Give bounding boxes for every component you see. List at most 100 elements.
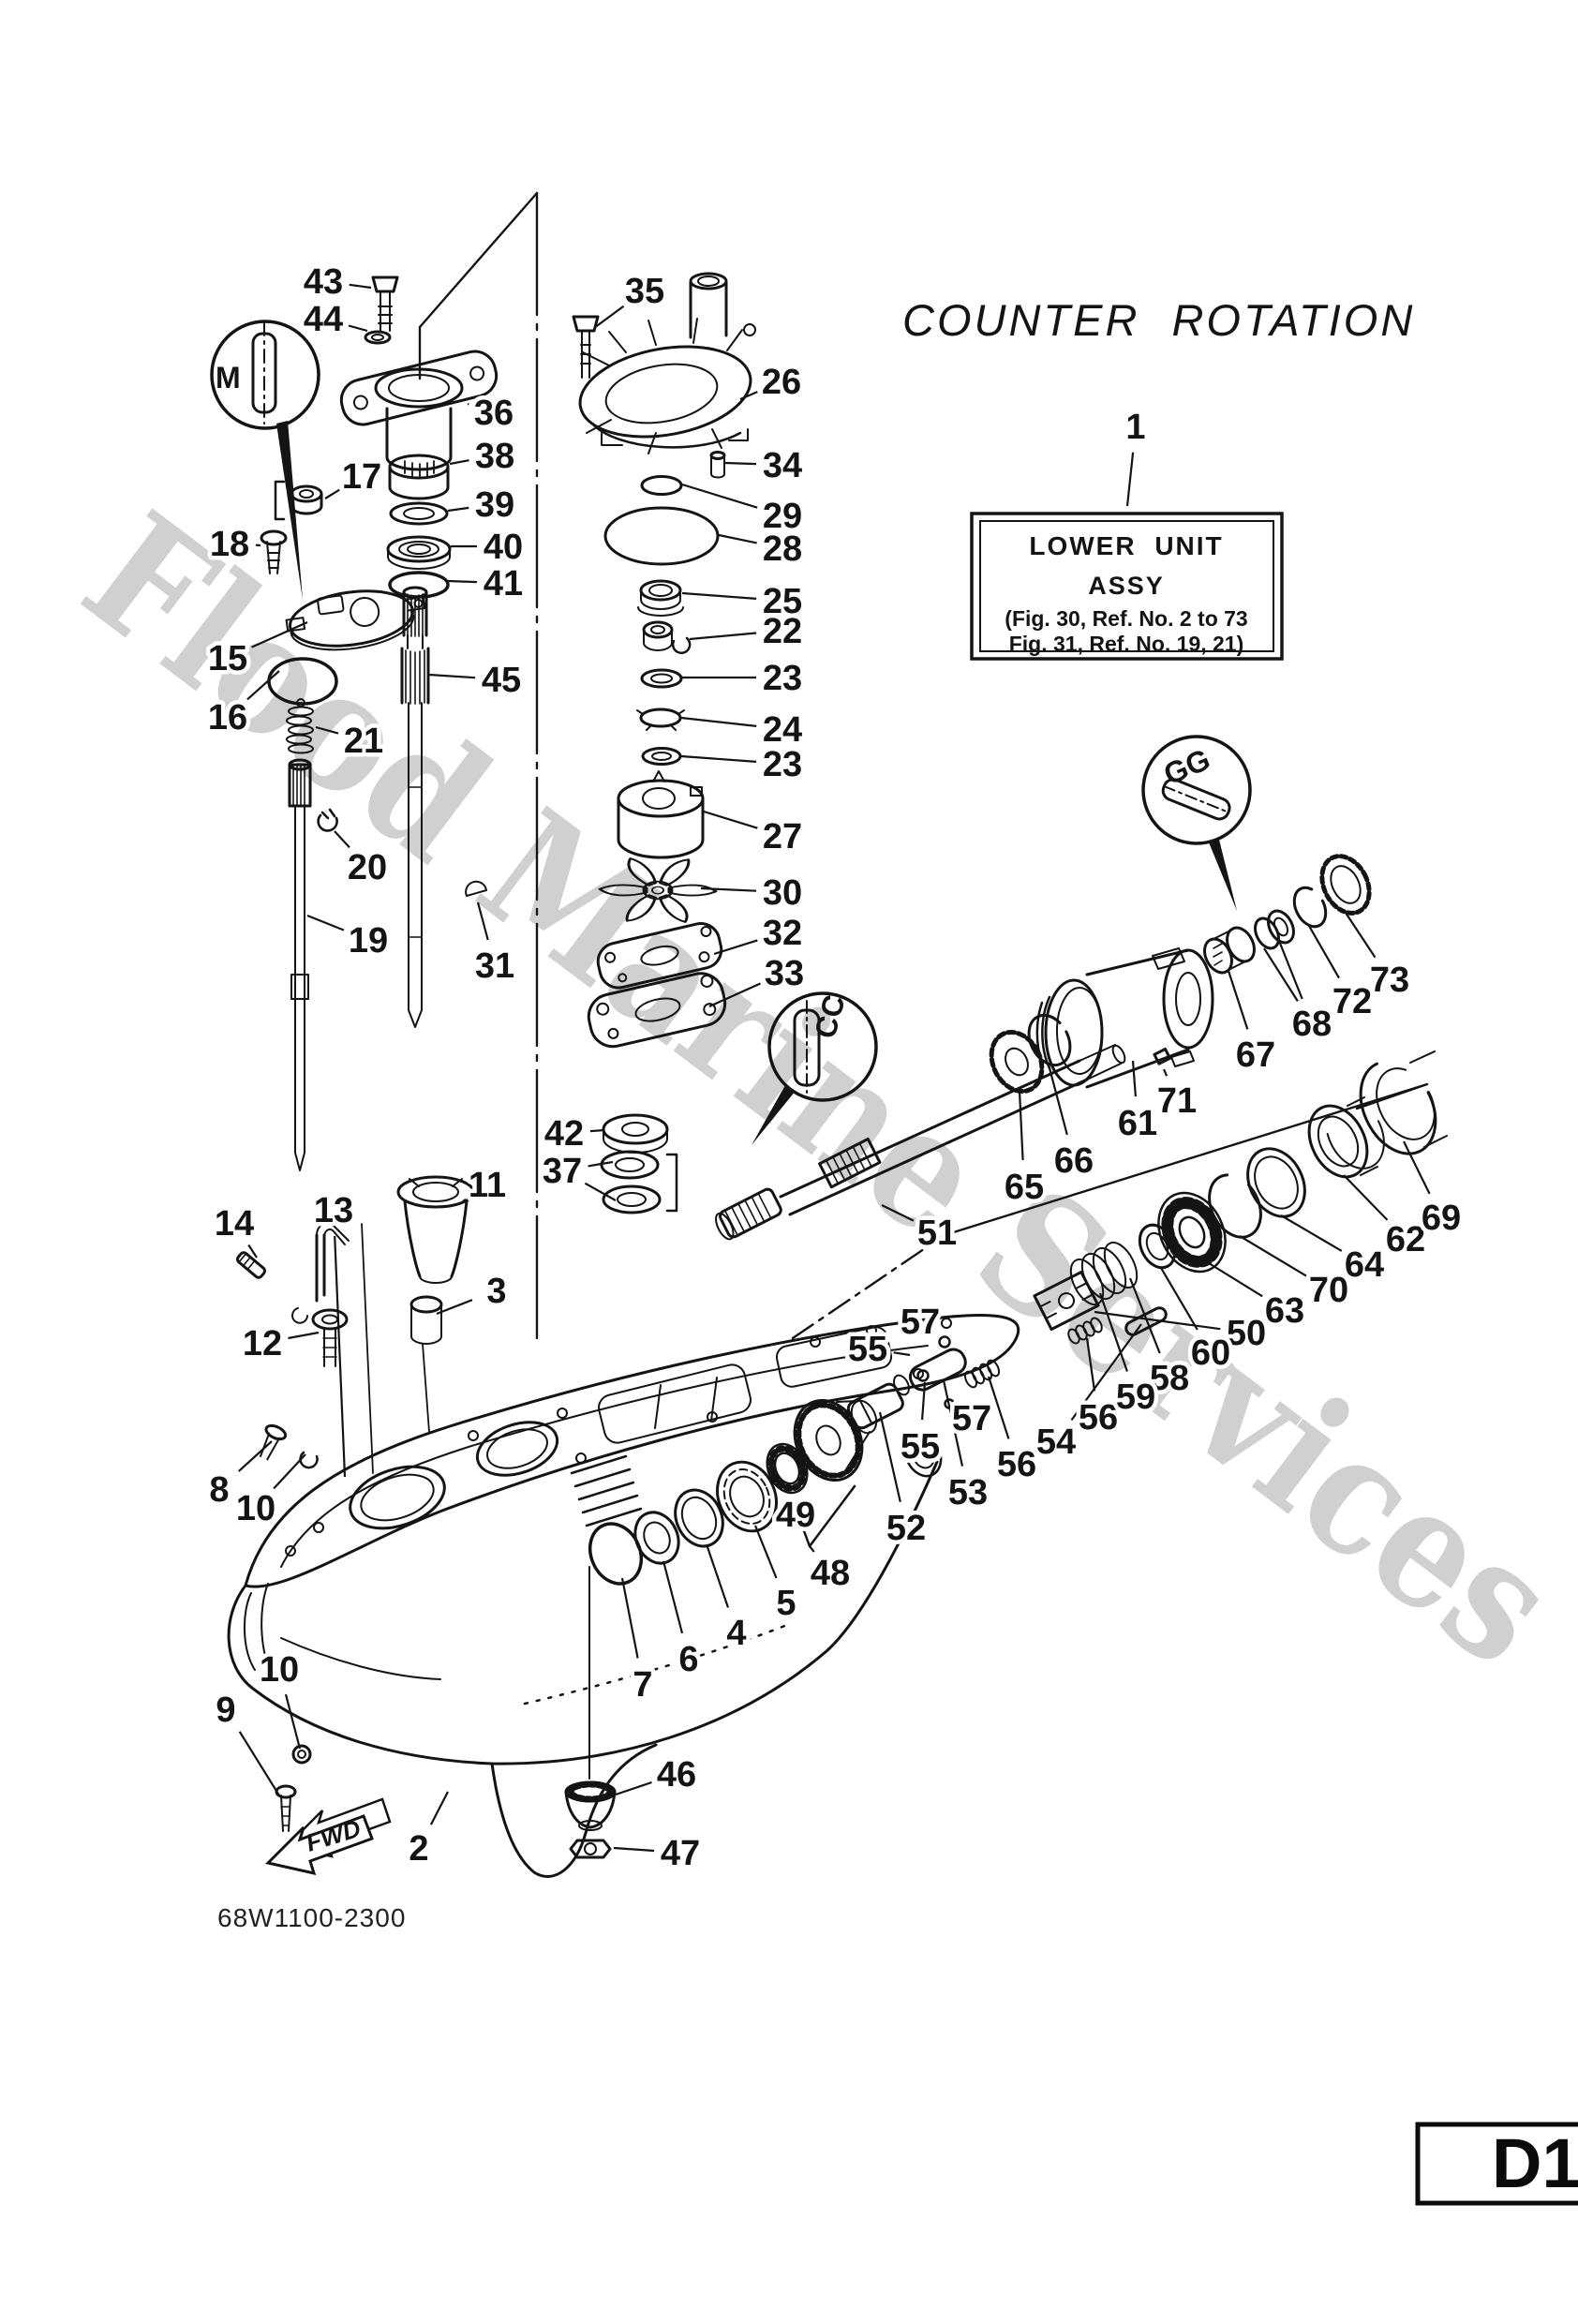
callout-leader bbox=[589, 1128, 605, 1133]
part-callout-53: 53 bbox=[948, 1473, 988, 1512]
callout-leader bbox=[1085, 1337, 1096, 1392]
part-callout-39: 39 bbox=[475, 485, 514, 525]
fwd-arrow: FWD bbox=[265, 1797, 392, 1876]
detail-letter-m: M bbox=[216, 361, 241, 395]
callout-leader bbox=[951, 1399, 954, 1402]
part-bushing-67 bbox=[1203, 926, 1256, 975]
part-bolt-8 bbox=[260, 1423, 288, 1461]
part-callout-2: 2 bbox=[409, 1829, 428, 1869]
callout-leader bbox=[315, 725, 339, 735]
callout-leader bbox=[713, 939, 758, 956]
part-bearing-housing-11 bbox=[396, 1175, 475, 1284]
part-nut-17 bbox=[274, 480, 323, 521]
part-callout-61: 61 bbox=[1118, 1104, 1157, 1143]
part-callout-26: 26 bbox=[762, 363, 801, 402]
callout-leader bbox=[247, 1244, 258, 1259]
part-outer-plate-32 bbox=[596, 922, 723, 990]
callout-leader bbox=[939, 1336, 943, 1340]
part-bearing-62 bbox=[1307, 1096, 1385, 1179]
part-driveshaft-19 bbox=[288, 758, 312, 1171]
part-callout-10: 10 bbox=[236, 1489, 275, 1528]
detail-circle-m bbox=[210, 320, 320, 600]
part-callout-36: 36 bbox=[474, 394, 514, 433]
part-callout-62: 62 bbox=[1386, 1220, 1425, 1259]
part-spring-21 bbox=[286, 698, 314, 754]
part-callout-32: 32 bbox=[763, 914, 802, 953]
part-callout-37: 37 bbox=[543, 1152, 582, 1191]
callout-leader bbox=[1280, 1214, 1343, 1252]
callout-leader bbox=[1403, 1140, 1431, 1195]
part-oil-seal-housing-36 bbox=[339, 350, 499, 471]
part-callout-29: 29 bbox=[763, 497, 802, 536]
part-washers-68 bbox=[1254, 909, 1295, 950]
part-bushing-3 bbox=[409, 1295, 443, 1345]
part-collar-22 bbox=[642, 620, 692, 655]
assembly-box-line4: Fig. 31, Ref. No. 19, 21) bbox=[1009, 632, 1244, 656]
part-ribbed-ring-5 bbox=[716, 1460, 778, 1533]
part-bearing-carrier-61 bbox=[1035, 947, 1214, 1089]
part-callout-68: 68 bbox=[1292, 1005, 1332, 1044]
callout-leader bbox=[429, 1791, 449, 1825]
part-ring-4 bbox=[674, 1488, 724, 1548]
callout-leader bbox=[1162, 1068, 1169, 1077]
part-callout-6: 6 bbox=[678, 1640, 698, 1679]
part-circlip-20 bbox=[317, 808, 338, 832]
callout-leader bbox=[753, 1525, 778, 1579]
callout-leader bbox=[613, 1846, 655, 1853]
part-callout-46: 46 bbox=[657, 1755, 696, 1795]
part-callout-1: 1 bbox=[1125, 408, 1145, 447]
assembly-box: LOWER UNIT ASSY (Fig. 30, Ref. No. 2 to … bbox=[970, 512, 1284, 661]
part-bearings-37 bbox=[600, 1150, 678, 1214]
callout-leader bbox=[921, 1381, 927, 1421]
part-snap-ring-72 bbox=[1292, 886, 1328, 929]
part-callout-71: 71 bbox=[1157, 1081, 1197, 1121]
page-code: D1 bbox=[1492, 2124, 1578, 2202]
callout-leader bbox=[288, 1331, 320, 1340]
callout-leader bbox=[462, 1198, 467, 1202]
callout-leader bbox=[987, 1376, 1010, 1439]
callout-leader bbox=[1308, 925, 1340, 979]
part-ring-70 bbox=[1208, 1173, 1262, 1239]
part-oil-seal-40 bbox=[386, 535, 452, 570]
part-callout-43: 43 bbox=[304, 262, 343, 302]
part-callout-49: 49 bbox=[776, 1496, 815, 1535]
part-callout-12: 12 bbox=[243, 1324, 282, 1363]
callout-leader bbox=[588, 1160, 614, 1168]
part-callout-15: 15 bbox=[208, 639, 247, 678]
part-callout-34: 34 bbox=[763, 446, 802, 485]
group-boundary-lines bbox=[418, 191, 1429, 1340]
part-callout-24: 24 bbox=[763, 710, 802, 750]
callout-leader bbox=[689, 632, 757, 641]
part-bolt-35 bbox=[572, 315, 600, 379]
callout-leader bbox=[809, 1545, 815, 1553]
part-callout-69: 69 bbox=[1422, 1199, 1461, 1238]
part-pinion-gear-46 bbox=[564, 1780, 617, 1831]
part-callout-45: 45 bbox=[482, 661, 521, 700]
part-callout-13: 13 bbox=[314, 1191, 353, 1230]
part-callout-8: 8 bbox=[209, 1470, 229, 1510]
callout-leader bbox=[1160, 1267, 1198, 1331]
part-callout-51: 51 bbox=[917, 1214, 957, 1253]
part-callout-23: 23 bbox=[763, 745, 802, 784]
callout-leader bbox=[708, 982, 761, 1008]
part-callout-17: 17 bbox=[342, 457, 381, 497]
part-washer-39 bbox=[389, 501, 449, 526]
part-washer-64 bbox=[1246, 1147, 1306, 1218]
part-impeller-30 bbox=[598, 857, 718, 923]
part-nut-47 bbox=[569, 1839, 612, 1859]
callout-leader bbox=[620, 1577, 639, 1659]
callout-leader bbox=[334, 830, 350, 849]
part-washer-60 bbox=[1138, 1223, 1177, 1270]
part-dowel-pin-34 bbox=[709, 451, 726, 479]
part-callout-55: 55 bbox=[848, 1330, 887, 1369]
callout-leader bbox=[615, 1780, 652, 1796]
part-bearing-38 bbox=[388, 454, 450, 500]
part-callout-14: 14 bbox=[215, 1204, 254, 1244]
part-woodruff-key-31 bbox=[465, 880, 487, 897]
assembly-box-line3: (Fig. 30, Ref. No. 2 to 73 bbox=[1005, 606, 1247, 631]
part-callout-67: 67 bbox=[1236, 1035, 1275, 1075]
part-propshaft-51 bbox=[715, 1044, 1126, 1241]
callout-leader bbox=[334, 1235, 347, 1478]
detail-circle-cc bbox=[752, 991, 878, 1145]
part-pump-shaft-45 bbox=[400, 586, 430, 1028]
